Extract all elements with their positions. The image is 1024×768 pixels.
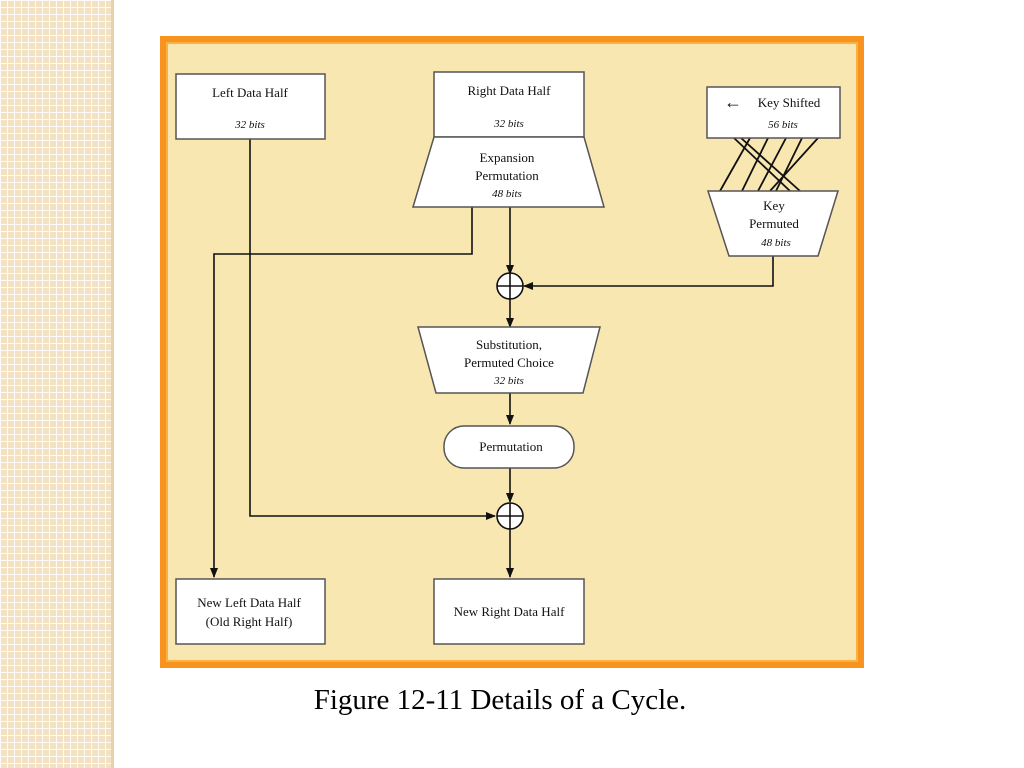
left-data-half-box: Left Data Half 32 bits	[175, 73, 326, 140]
substitution-box: Substitution, Permuted Choice 32 bits	[417, 326, 601, 394]
substitution-bits: 32 bits	[493, 375, 524, 387]
new-right-title: New Right Data Half	[454, 604, 566, 619]
expansion-permutation-box: Expansion Permutation 48 bits	[411, 136, 605, 208]
new-left-line2: (Old Right Half)	[206, 614, 293, 629]
left-to-xor2-line	[249, 139, 496, 520]
key-shifted-title: Key Shifted	[758, 95, 821, 110]
decorative-side-strip	[0, 0, 114, 768]
key-permuted-box: Key Permuted 48 bits	[706, 190, 840, 257]
xor-icon	[496, 272, 524, 300]
key-permuted-bits: 48 bits	[761, 237, 791, 249]
right-data-half-box: Right Data Half 32 bits	[433, 71, 585, 138]
right-half-title: Right Data Half	[467, 83, 551, 98]
new-left-data-half-box: New Left Data Half (Old Right Half)	[175, 578, 326, 645]
substitution-line2: Permuted Choice	[464, 355, 554, 370]
expansion-line1: Expansion	[480, 150, 535, 165]
substitution-line1: Substitution,	[476, 337, 542, 352]
left-half-title: Left Data Half	[212, 85, 288, 100]
expansion-bits: 48 bits	[492, 188, 522, 200]
figure-caption: Figure 12-11 Details of a Cycle.	[313, 684, 687, 716]
new-left-line1: New Left Data Half	[197, 595, 301, 610]
key-to-xor-line	[523, 256, 774, 290]
permutation-box: Permutation	[443, 425, 575, 469]
key-permuted-line1: Key	[763, 198, 785, 213]
right-to-newleft-line	[210, 207, 473, 578]
right-half-bits: 32 bits	[493, 118, 524, 130]
xor-icon-2	[496, 502, 524, 530]
left-arrow-icon: ←	[724, 92, 742, 112]
permutation-title: Permutation	[479, 439, 543, 454]
key-crossing-lines	[719, 137, 819, 192]
expansion-line2: Permutation	[475, 168, 539, 183]
key-permuted-line2: Permuted	[749, 216, 799, 231]
key-shifted-bits: 56 bits	[768, 119, 798, 131]
key-shifted-box: ← Key Shifted 56 bits	[706, 86, 841, 139]
left-half-bits: 32 bits	[234, 119, 265, 131]
new-right-data-half-box: New Right Data Half	[433, 578, 585, 645]
